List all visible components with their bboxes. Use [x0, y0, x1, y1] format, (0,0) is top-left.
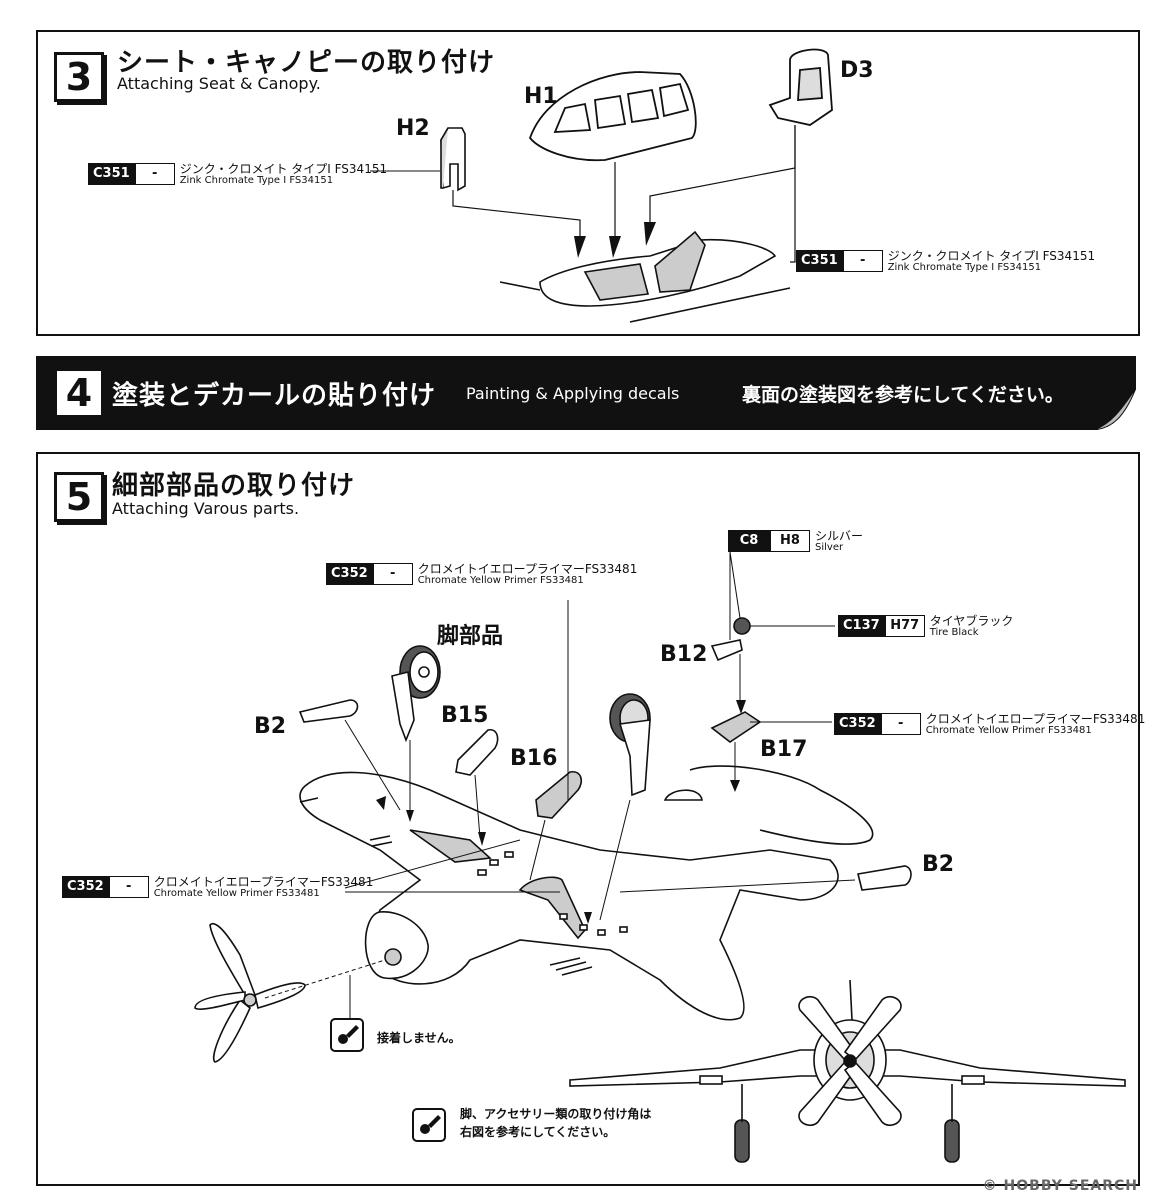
step4-note: 裏面の塗装図を参考にしてください。 [742, 384, 1064, 406]
paint-name-en: Tire Black [929, 627, 979, 638]
no-glue-icon [330, 1018, 364, 1052]
step5-title-en: Attaching Varous parts. [112, 499, 300, 518]
paint-name-jp: ジンク・クロメイト タイプⅠ FS34151 [179, 162, 388, 176]
paint-name-jp: クロメイトイエロープライマーFS33481 [417, 562, 638, 576]
step4-number: 4 [54, 368, 104, 418]
step3-diagram [370, 48, 833, 323]
part-b16-drawing [535, 771, 583, 819]
paint-name-jp: タイヤブラック [929, 614, 1014, 628]
part-label-b16: B16 [510, 746, 558, 771]
step4-title-en: Painting & Applying decals [466, 384, 680, 403]
propeller-drawing [194, 923, 306, 1063]
paint-code: C137 [838, 615, 885, 637]
paint-code: C352 [326, 563, 373, 585]
part-b15-drawing [455, 729, 499, 776]
step4-banner [36, 356, 1136, 430]
landing-gear-left-drawing [391, 645, 441, 743]
attach-angle-note-line1: 脚、アクセサリー類の取り付け角は [460, 1107, 652, 1121]
paint-callout-b16: C352 - クロメイトイエロープライマーFS33481 Chromate Ye… [326, 563, 637, 587]
step5-arrows [376, 700, 746, 924]
part-label-b17: B17 [760, 737, 808, 762]
paint-code-alt: - [108, 876, 149, 898]
part-label-h2: H2 [396, 116, 430, 141]
no-glue-note: 接着しません。 [377, 1031, 461, 1045]
paint-name-jp: クロメイトイエロープライマーFS33481 [925, 712, 1146, 726]
paint-name-jp: クロメイトイエロープライマーFS33481 [153, 875, 374, 889]
attach-angle-note-line2: 右図を参考にしてください。 [460, 1125, 616, 1139]
paint-callout-body: C351 - ジンク・クロメイト タイプⅠ FS34151 Zink Chrom… [796, 250, 1095, 274]
paint-name-en: Silver [815, 542, 844, 553]
step3-title-en: Attaching Seat & Canopy. [117, 74, 321, 93]
part-b2-right-drawing [857, 865, 912, 891]
part-d3-seat [768, 48, 833, 126]
paint-name-en: Chromate Yellow Primer FS33481 [925, 725, 1092, 736]
part-label-b12: B12 [660, 642, 708, 667]
landing-gear-right-drawing [609, 693, 651, 797]
aircraft-main-drawing [299, 765, 874, 1021]
assembly-leader-lines [452, 125, 796, 263]
part-label-b15: B15 [441, 703, 489, 728]
paint-code: C8 [728, 530, 770, 552]
part-b2-left-drawing [298, 699, 359, 723]
part-b12-drawing [710, 617, 751, 662]
part-label-b2-left: B2 [254, 714, 287, 739]
watermark: © HOBBY SEARCH [982, 1178, 1138, 1194]
paint-name-en: Chromate Yellow Primer FS33481 [417, 575, 584, 586]
paint-callout-b17: C352 - クロメイトイエロープライマーFS33481 Chromate Ye… [834, 713, 1145, 737]
paint-code-alt: H77 [884, 615, 925, 637]
step5-leader-lines [344, 551, 856, 1018]
part-b17-drawing [710, 711, 762, 743]
part-label-d3: D3 [840, 58, 874, 83]
paint-name-en: Zink Chromate Type I FS34151 [179, 175, 334, 186]
attach-angle-icon [412, 1108, 446, 1142]
step5-diagram [194, 551, 1126, 1163]
step3-title-jp: シート・キャノピーの取り付け [117, 48, 496, 78]
paint-callout-wing-left: C352 - クロメイトイエロープライマーFS33481 Chromate Ye… [62, 876, 373, 900]
paint-name-jp: ジンク・クロメイト タイプⅠ FS34151 [887, 249, 1096, 263]
paint-name-en: Chromate Yellow Primer FS33481 [153, 888, 320, 899]
paint-code-alt: H8 [770, 530, 810, 552]
leg-parts-label: 脚部品 [437, 624, 504, 649]
paint-code: C351 [796, 250, 843, 272]
assembly-arrows [574, 222, 656, 258]
paint-callout-silver: C8 H8 シルバー Silver [728, 530, 863, 554]
part-label-b2-right: B2 [922, 852, 955, 877]
paint-code-alt: - [880, 713, 921, 735]
paint-name-en: Zink Chromate Type I FS34151 [887, 262, 1042, 273]
paint-callout-h2: C351 - ジンク・クロメイト タイプⅠ FS34151 Zink Chrom… [88, 163, 387, 187]
paint-code: C351 [88, 163, 135, 185]
paint-callout-tire: C137 H77 タイヤブラック Tire Black [838, 615, 1013, 639]
step5-title-jp: 細部部品の取り付け [112, 471, 356, 501]
part-h2-drawing [440, 127, 466, 192]
paint-code: C352 [62, 876, 109, 898]
paint-name-jp: シルバー [815, 529, 864, 543]
banner-page-curl [1093, 388, 1136, 430]
step3-number: 3 [54, 52, 104, 102]
part-h1-canopy [528, 71, 697, 162]
paint-code-alt: - [134, 163, 175, 185]
step4-title-jp: 塗装とデカールの貼り付け [112, 381, 437, 411]
aircraft-front-view-drawing [569, 979, 1126, 1163]
step5-number: 5 [54, 472, 104, 522]
paint-code-alt: - [372, 563, 413, 585]
paint-code-alt: - [842, 250, 883, 272]
fuselage-cockpit-drawing [499, 230, 791, 323]
paint-code: C352 [834, 713, 881, 735]
